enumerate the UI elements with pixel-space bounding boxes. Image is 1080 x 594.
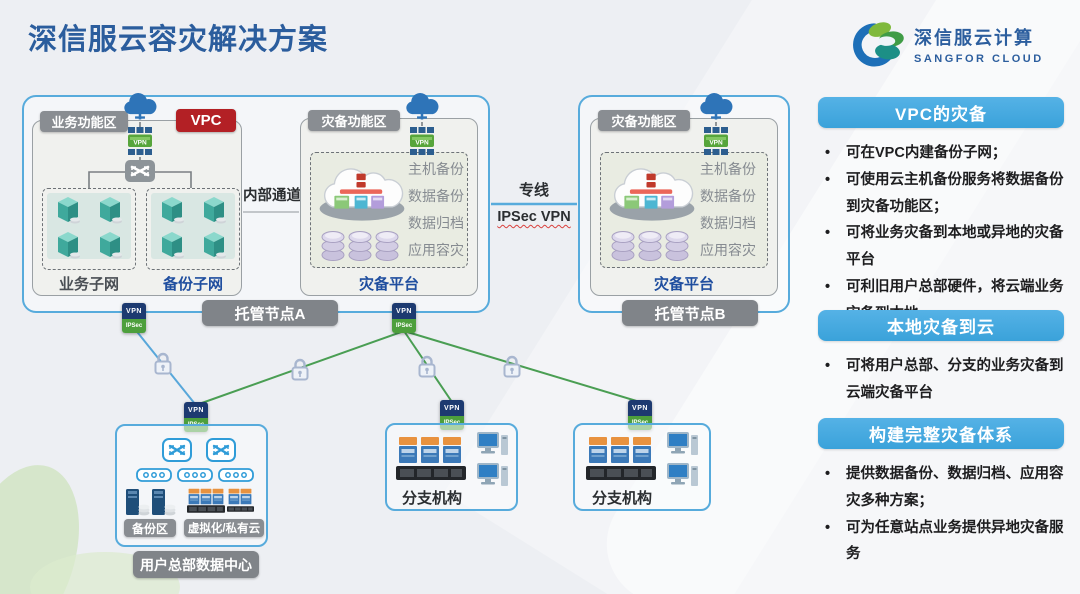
dr-service-item: 数据备份	[700, 188, 756, 204]
bullet-item: 可将业务灾备到本地或异地的灾备平台	[818, 220, 1064, 274]
dr-service-item: 数据归档	[700, 215, 756, 231]
sidebar-panel-vpc-dr: VPC的灾备 可在VPC内建备份子网；可使用云主机备份服务将数据备份到灾备功能区…	[818, 97, 1064, 328]
vm-host-icon	[200, 488, 212, 505]
dr-services-b: 主机备份数据备份数据归档应用容灾	[700, 156, 756, 264]
dr-service-item: 应用容灾	[408, 242, 464, 258]
vpn-label: VPN	[440, 400, 464, 417]
bullet-item: 可使用云主机备份服务将数据备份到灾备功能区；	[818, 167, 1064, 221]
vm-host-icon	[632, 436, 652, 464]
bullet-item: 可在VPC内建备份子网；	[818, 140, 1064, 167]
ipsec-label: IPSec	[392, 319, 416, 333]
vpn-label: VPN	[122, 303, 146, 320]
dr-service-item: 应用容灾	[700, 242, 756, 258]
dr-services-a: 主机备份数据备份数据归档应用容灾	[408, 156, 464, 264]
desktop-pc-icon	[666, 462, 700, 490]
panel-title: VPC的灾备	[818, 97, 1064, 128]
rack-icon	[227, 505, 254, 513]
backup-subnet-label: 备份子网	[162, 276, 223, 293]
vpn-label: VPN	[184, 402, 208, 419]
virtualization-badge: 虚拟化/私有云	[184, 519, 264, 537]
vm-host-icon	[610, 436, 630, 464]
dr-service-item: 数据归档	[408, 215, 464, 231]
cloud-icon	[698, 91, 734, 121]
panel-title: 本地灾备到云	[818, 310, 1064, 341]
access-switch-icon	[218, 468, 254, 482]
cloud-icon	[122, 91, 158, 121]
business-subnet-box	[42, 188, 136, 270]
dr-zone-a-badge: 灾备功能区	[308, 110, 400, 131]
dr-platform-a-label: 灾备平台	[358, 276, 419, 293]
desktop-pc-icon	[476, 462, 510, 490]
business-zone-badge: 业务功能区	[40, 111, 128, 132]
backup-area-badge: 备份区	[124, 519, 176, 537]
vpn-ipsec-gateway-icon: VPN IPSec	[392, 303, 416, 333]
vm-host-icon	[398, 436, 418, 464]
sidebar-panel-complete-dr: 构建完整灾备体系 提供数据备份、数据归档、应用容灾多种方案；可为任意站点业务提供…	[818, 418, 1064, 568]
bullet-item: 可为任意站点业务提供异地灾备服务	[818, 515, 1064, 569]
desktop-pc-icon	[666, 431, 700, 459]
hosted-node-b-badge: 托管节点B	[622, 300, 758, 326]
backup-server-icon	[124, 487, 150, 517]
business-subnet-label: 业务子网	[58, 276, 119, 293]
switch-icon	[125, 160, 155, 182]
vm-host-icon	[442, 436, 462, 464]
page-title: 深信服云容灾解决方案	[28, 24, 329, 56]
brand-name-en: SANGFOR CLOUD	[914, 53, 1044, 65]
dr-zone-b-badge: 灾备功能区	[598, 110, 690, 131]
vpn-label: VPN	[392, 303, 416, 320]
panel-title: 构建完整灾备体系	[818, 418, 1064, 449]
brand-name: 深信服云计算	[914, 28, 1034, 48]
access-switch-icon	[136, 468, 172, 482]
dr-platform-b-label: 灾备平台	[653, 276, 714, 293]
rack-icon	[396, 466, 466, 480]
hq-datacenter-badge: 用户总部数据中心	[133, 551, 259, 578]
vpn-label: VPN	[628, 400, 652, 417]
vm-host-icon	[240, 488, 252, 505]
lock-icon	[289, 356, 311, 382]
rack-icon	[586, 466, 656, 480]
desktop-pc-icon	[476, 431, 510, 459]
panel-bullets: 提供数据备份、数据归档、应用容灾多种方案；可为任意站点业务提供异地灾备服务	[818, 461, 1064, 568]
ipsec-vpn-label: IPSec VPN	[497, 209, 571, 225]
cloud-icon	[404, 91, 440, 121]
vm-host-icon	[228, 488, 240, 505]
branch-office-2-label: 分支机构	[591, 490, 652, 507]
bullet-item: 可将用户总部、分支的业务灾备到云端灾备平台	[818, 353, 1064, 407]
vpc-badge: VPC	[176, 109, 236, 132]
bullet-item: 提供数据备份、数据归档、应用容灾多种方案；	[818, 461, 1064, 515]
rack-icon	[187, 505, 225, 513]
lock-icon	[416, 353, 438, 379]
internal-channel-label: 内部通道	[243, 188, 301, 204]
vm-host-icon	[212, 488, 224, 505]
leased-line-label: 专线	[518, 182, 549, 199]
backup-server-icon	[150, 487, 176, 517]
vpn-firewall-icon	[703, 126, 729, 156]
router-icon	[162, 438, 192, 462]
lock-icon	[152, 350, 174, 376]
router-icon	[206, 438, 236, 462]
backup-subnet-box	[146, 188, 240, 270]
ipsec-label: IPSec	[122, 319, 146, 333]
dr-service-item: 主机备份	[700, 161, 756, 177]
branch-office-1-label: 分支机构	[401, 490, 462, 507]
access-switch-icon	[177, 468, 213, 482]
sidebar-panel-local-to-cloud: 本地灾备到云 可将用户总部、分支的业务灾备到云端灾备平台	[818, 310, 1064, 407]
lock-icon	[501, 353, 523, 379]
vpn-firewall-icon	[409, 126, 435, 156]
panel-bullets: 可在VPC内建备份子网；可使用云主机备份服务将数据备份到灾备功能区；可将业务灾备…	[818, 140, 1064, 328]
dr-service-item: 数据备份	[408, 188, 464, 204]
vm-host-icon	[188, 488, 200, 505]
vm-host-icon	[420, 436, 440, 464]
vpn-ipsec-gateway-icon: VPN IPSec	[122, 303, 146, 333]
logo-text: 深信服云计算 SANGFOR CLOUD	[914, 24, 1044, 65]
panel-bullets: 可将用户总部、分支的业务灾备到云端灾备平台	[818, 353, 1064, 407]
hosted-node-a-badge: 托管节点A	[202, 300, 338, 326]
dr-service-item: 主机备份	[408, 161, 464, 177]
vpn-firewall-icon	[127, 126, 153, 156]
vm-host-icon	[588, 436, 608, 464]
